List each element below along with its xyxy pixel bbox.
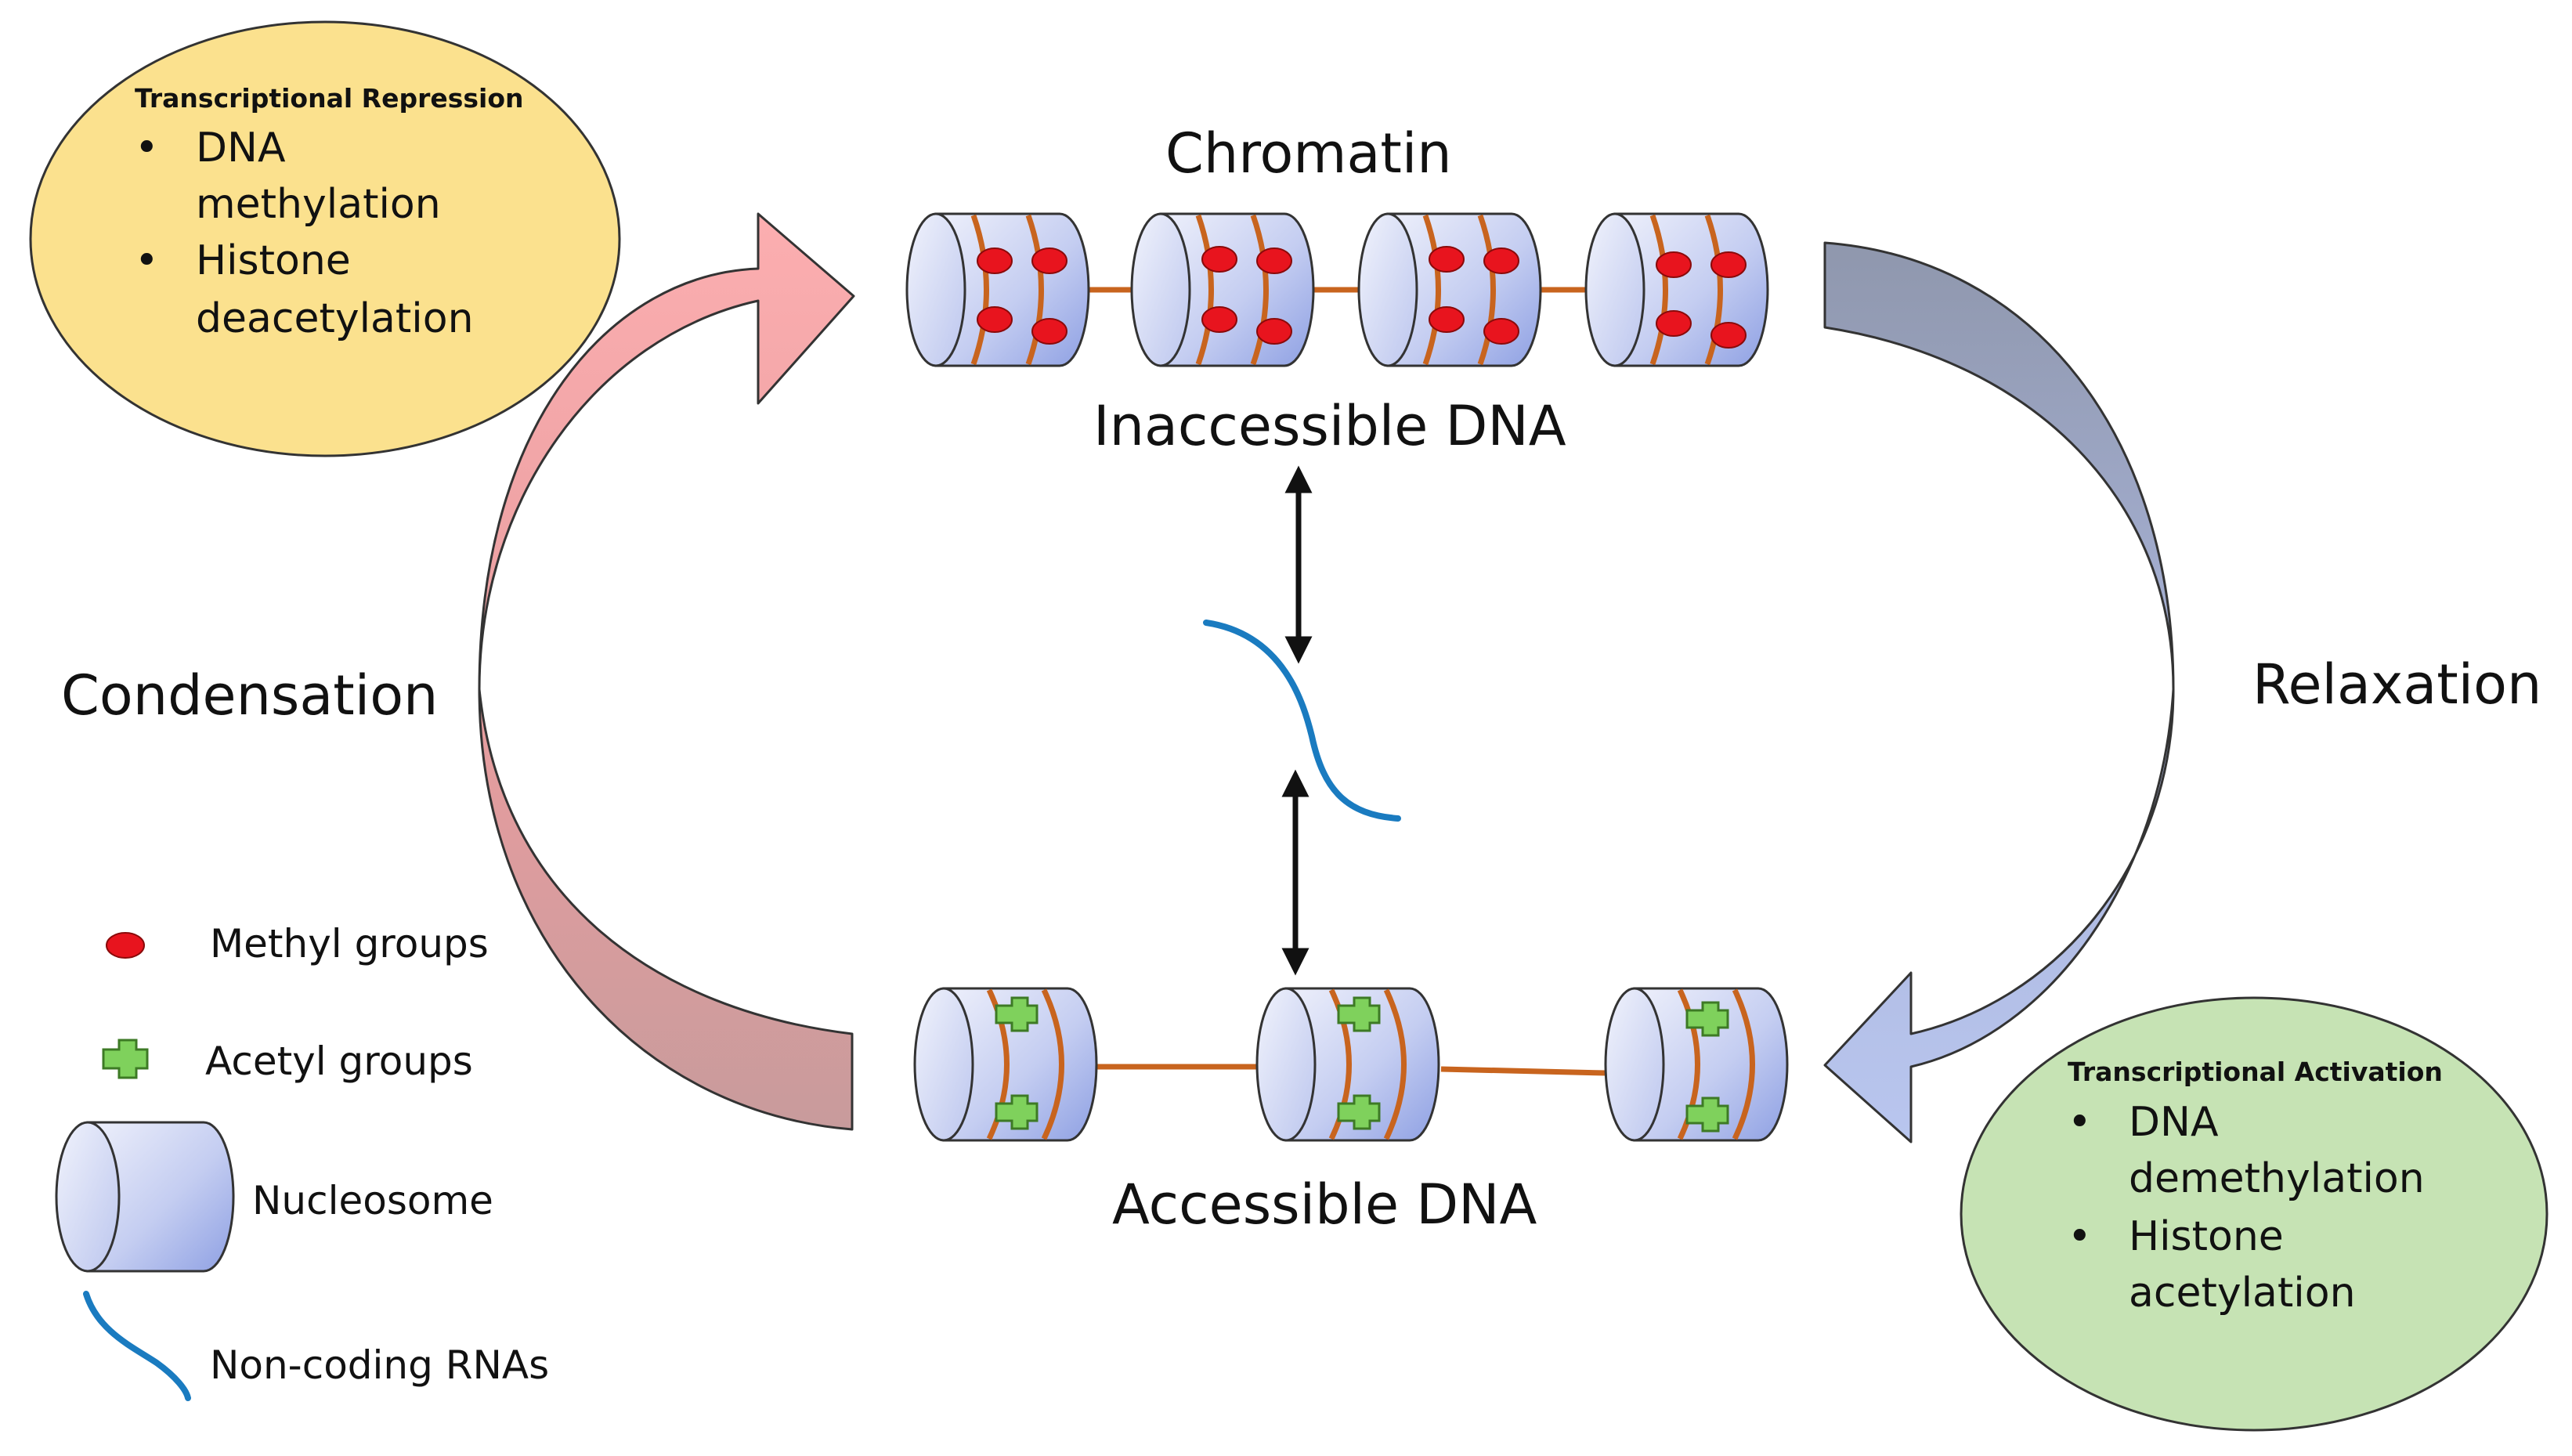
acetyl-group <box>1685 1097 1729 1133</box>
methyl-group <box>977 247 1013 274</box>
methyl-group <box>1483 318 1519 345</box>
nucleosome-inaccessible-3 <box>1357 212 1542 367</box>
legend: Methyl groups Acetyl groups Nucleosome N… <box>55 921 549 1401</box>
methyl-group <box>1656 251 1692 278</box>
chromatin-label: Chromatin <box>1165 121 1452 186</box>
acetyl-group <box>995 996 1039 1032</box>
legend-acetyl-icon <box>102 1039 149 1079</box>
condensation-label: Condensation <box>61 663 438 728</box>
methyl-group <box>1429 246 1465 273</box>
methyl-group <box>1256 318 1292 345</box>
activation-title: Transcriptional Activation <box>2068 1057 2443 1087</box>
activation-item-2-line1: Histone <box>2129 1213 2284 1260</box>
inaccessible-dna-label: Inaccessible DNA <box>1093 394 1566 458</box>
nucleosome-inaccessible-4 <box>1584 212 1769 367</box>
repression-ellipse <box>29 20 621 457</box>
activation-item-2-line2: acetylation <box>2129 1270 2356 1317</box>
accessible-dna-label: Accessible DNA <box>1112 1172 1537 1237</box>
relaxation-label: Relaxation <box>2252 652 2541 717</box>
methyl-group <box>1710 251 1747 278</box>
nucleosome-accessible-3 <box>1604 987 1789 1142</box>
repression-title: Transcriptional Repression <box>135 83 523 114</box>
acetyl-group <box>995 1094 1039 1130</box>
methyl-group <box>977 306 1013 333</box>
repression-item-1-line2: methylation <box>196 181 441 228</box>
acetyl-group <box>1337 1094 1381 1130</box>
condensation-arrow <box>478 212 855 1131</box>
legend-methyl-label: Methyl groups <box>210 921 489 966</box>
legend-rna-label: Non-coding RNAs <box>210 1342 549 1388</box>
methyl-group <box>1031 247 1067 274</box>
repression-bullet-2: • <box>135 237 159 284</box>
repression-bullet-1: • <box>135 125 159 172</box>
activation-bullet-2: • <box>2068 1213 2092 1260</box>
methyl-group <box>1201 246 1237 273</box>
legend-nucleosome-icon <box>55 1121 235 1273</box>
legend-acetyl-label: Acetyl groups <box>205 1039 473 1084</box>
methyl-group <box>1483 247 1519 274</box>
repression-item-1-line1: DNA <box>196 125 286 172</box>
nucleosome-accessible-1 <box>913 987 1098 1142</box>
nucleosome-accessible-2 <box>1255 987 1440 1142</box>
activation-item-1-line2: demethylation <box>2129 1155 2425 1202</box>
methyl-group <box>1429 306 1465 333</box>
noncoding-rna-strand <box>1203 620 1401 822</box>
methyl-group <box>1201 306 1237 333</box>
bottom-linker-dna <box>1093 1064 1606 1076</box>
methyl-group <box>1031 318 1067 345</box>
activation-ellipse <box>1960 996 2549 1432</box>
methyl-group <box>1656 310 1692 337</box>
acetyl-group <box>1337 996 1381 1032</box>
activation-bullet-1: • <box>2068 1099 2092 1146</box>
repression-item-2-line1: Histone <box>196 237 351 284</box>
acetyl-group <box>1685 1001 1729 1037</box>
nucleosome-inaccessible-2 <box>1130 212 1315 367</box>
methyl-group <box>1256 247 1292 274</box>
legend-methyl-icon <box>106 932 145 959</box>
nucleosome-inaccessible-1 <box>905 212 1090 367</box>
activation-item-1-line1: DNA <box>2129 1099 2219 1146</box>
methyl-group <box>1710 322 1747 349</box>
legend-rna-icon <box>83 1291 191 1401</box>
relaxation-arrow <box>1823 241 2175 1143</box>
legend-nucleosome-label: Nucleosome <box>252 1178 493 1223</box>
repression-item-2-line2: deacetylation <box>196 295 474 342</box>
